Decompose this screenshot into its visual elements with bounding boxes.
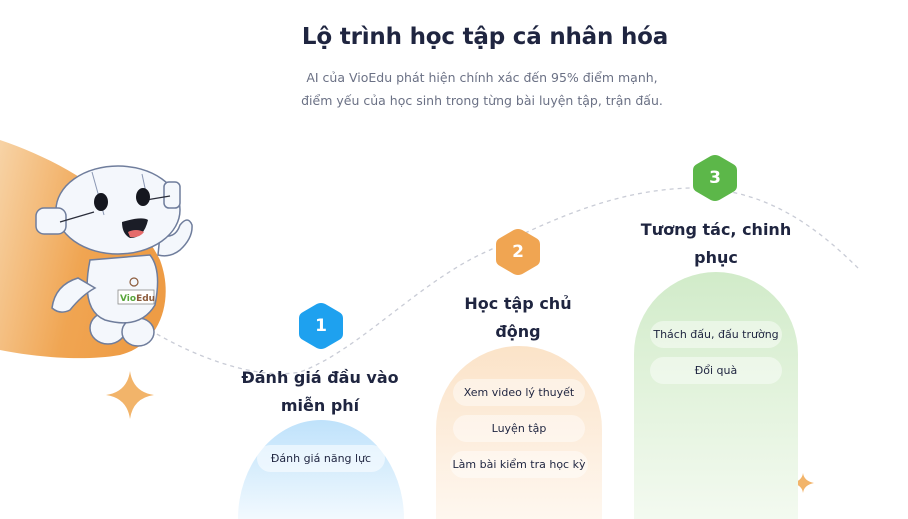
- hexagon-icon: [496, 229, 540, 275]
- step-1-badge: 1: [296, 301, 346, 351]
- step-2-item-1[interactable]: Xem video lý thuyết: [453, 379, 585, 406]
- step-2-item-3[interactable]: Làm bài kiểm tra học kỳ: [450, 451, 588, 478]
- step-3-badge: 3: [690, 153, 740, 203]
- step-3-card: Thách đấu, đấu trường Đổi quà: [634, 272, 798, 519]
- page-title: Lộ trình học tập cá nhân hóa: [301, 24, 669, 50]
- step-2-item-2[interactable]: Luyện tập: [453, 415, 585, 442]
- mascot-logo-text: VioEdu: [120, 294, 155, 304]
- step-2-title: Học tập chủ động: [464, 294, 572, 341]
- step-1-title: Đánh giá đầu vào miễn phí: [241, 368, 399, 415]
- step-3-number: 3: [709, 168, 721, 188]
- sparkle-icon: [106, 371, 154, 419]
- hexagon-icon: [299, 303, 343, 349]
- page-subtitle: AI của VioEdu phát hiện chính xác đến 95…: [0, 66, 908, 112]
- subtitle-line-2: điểm yếu của học sinh trong từng bài luy…: [301, 93, 663, 108]
- step-3-title: Tương tác, chinh phục: [640, 220, 792, 267]
- subtitle-line-1: AI của VioEdu phát hiện chính xác đến 95…: [306, 70, 658, 85]
- step-2-card: Xem video lý thuyết Luyện tập Làm bài ki…: [436, 346, 602, 519]
- step-3-item-2[interactable]: Đổi quà: [650, 357, 782, 384]
- step-1-number: 1: [315, 316, 327, 336]
- step-2-badge: 2: [493, 227, 543, 277]
- robot-mascot-icon: VioEdu: [35, 165, 193, 347]
- dashed-journey-path: [149, 187, 861, 375]
- step-1-item-1[interactable]: Đánh giá năng lực: [257, 445, 385, 472]
- step-2-number: 2: [512, 242, 524, 262]
- step-3-item-1[interactable]: Thách đấu, đấu trường: [650, 321, 782, 348]
- hexagon-icon: [693, 155, 737, 201]
- sparkle-small-icon: [792, 473, 814, 493]
